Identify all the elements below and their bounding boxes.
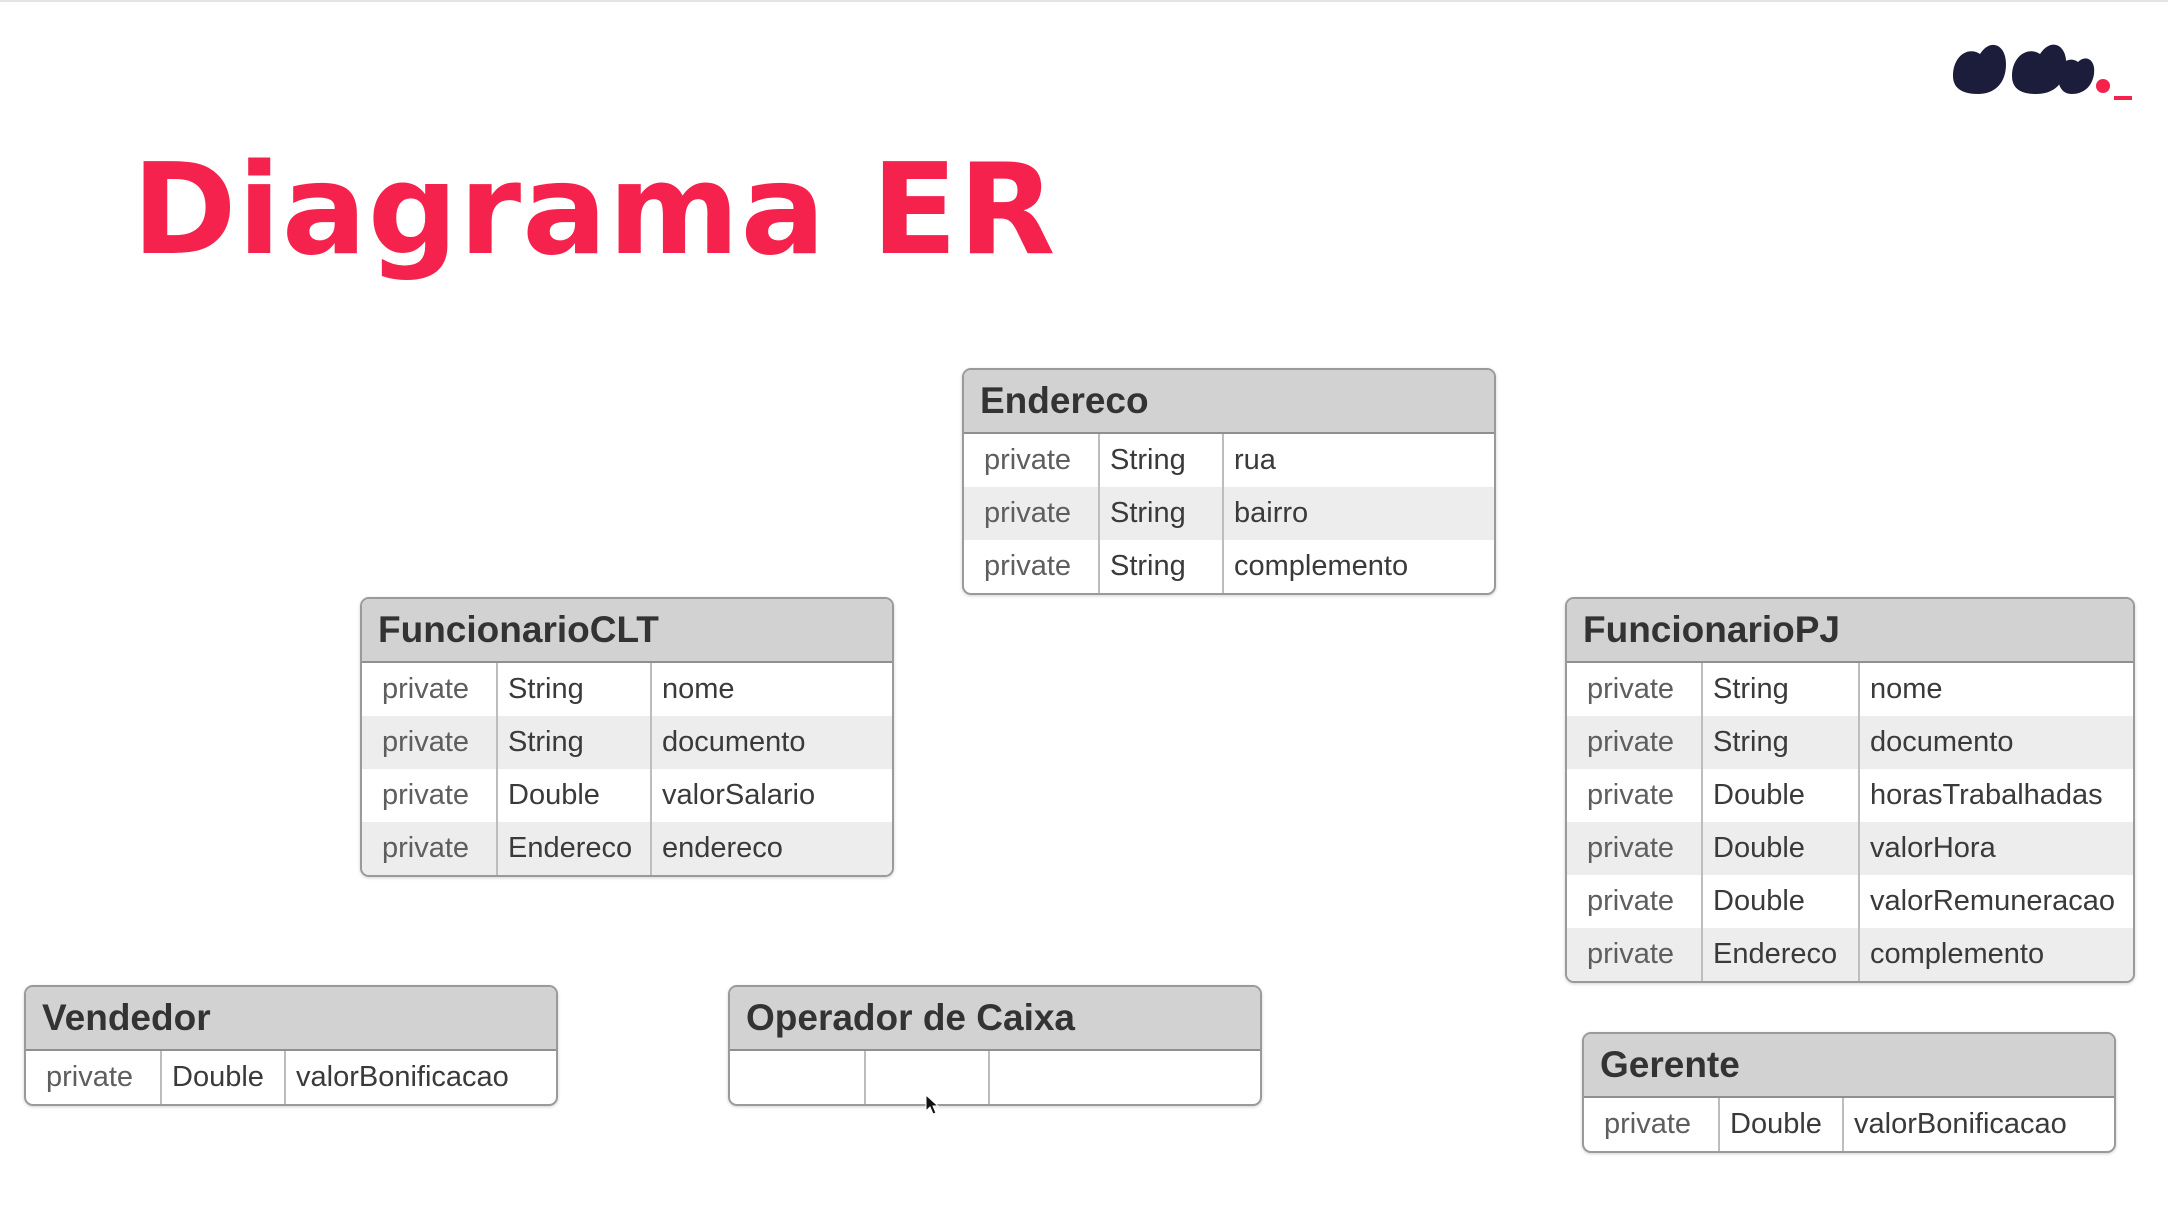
attribute-modifier: private bbox=[1567, 769, 1703, 822]
attribute-attribute: bairro bbox=[1223, 487, 1494, 540]
attribute-modifier: private bbox=[26, 1051, 162, 1104]
attribute-modifier: private bbox=[362, 822, 498, 875]
attribute-type: String bbox=[1702, 716, 1860, 769]
attribute-type: Endereco bbox=[1702, 928, 1860, 981]
attribute-attribute: documento bbox=[1859, 716, 2133, 769]
entity-operador-de-caixa[interactable]: Operador de Caixa bbox=[728, 985, 1262, 1106]
attribute-modifier: private bbox=[362, 716, 498, 769]
attribute-attribute: nome bbox=[1870, 673, 1943, 705]
attribute-modifier: private bbox=[1567, 822, 1703, 875]
entity-vendedor-title: Vendedor bbox=[26, 987, 556, 1051]
brand-logo-icon bbox=[1953, 44, 2132, 100]
attribute-attribute: valorRemuneracao bbox=[1870, 885, 2116, 917]
attribute-type: Double bbox=[1702, 875, 1860, 928]
attribute-attribute: valorBonificacao bbox=[1854, 1108, 2067, 1140]
attribute-modifier bbox=[730, 1051, 866, 1104]
attribute-type: String bbox=[1702, 663, 1860, 716]
attribute-attribute bbox=[989, 1051, 1260, 1104]
attribute-type: Double bbox=[1719, 1098, 1844, 1151]
attribute-modifier: private bbox=[362, 769, 498, 822]
top-divider-line bbox=[0, 0, 2168, 2]
attribute-type: Double bbox=[497, 769, 652, 822]
logo-shape-left bbox=[1953, 44, 2006, 94]
logo-underscore bbox=[2114, 96, 2132, 100]
entity-gerente-title: Gerente bbox=[1584, 1034, 2114, 1098]
attribute-attribute: complemento bbox=[1234, 550, 1409, 582]
entity-funcionario-clt-title: FuncionarioCLT bbox=[362, 599, 892, 663]
attribute-attribute: nome bbox=[662, 673, 735, 705]
entity-funcionario-pj-title: FuncionarioPJ bbox=[1567, 599, 2133, 663]
attribute-modifier: private bbox=[964, 434, 1100, 487]
attribute-attribute: valorSalario bbox=[662, 779, 816, 811]
attribute-type: String bbox=[497, 716, 652, 769]
attribute-attribute: documento bbox=[651, 716, 892, 769]
entity-endereco-title: Endereco bbox=[964, 370, 1494, 434]
attribute-attribute: horasTrabalhadas bbox=[1870, 779, 2103, 811]
attribute-type bbox=[865, 1051, 990, 1104]
attribute-modifier: private bbox=[964, 487, 1100, 540]
attribute-attribute: valorHora bbox=[1859, 822, 2133, 875]
logo-shape-small bbox=[2058, 58, 2095, 94]
attribute-modifier: private bbox=[1567, 716, 1703, 769]
attribute-attribute: valorBonificacao bbox=[296, 1061, 509, 1093]
attribute-attribute: complemento bbox=[1859, 928, 2133, 981]
entity-operador-de-caixa-title: Operador de Caixa bbox=[730, 987, 1260, 1051]
attribute-type: String bbox=[1099, 487, 1224, 540]
entity-operador-de-caixa-attributes bbox=[730, 1051, 1260, 1104]
attribute-attribute: endereco bbox=[651, 822, 892, 875]
attribute-type: String bbox=[1099, 434, 1224, 487]
attribute-attribute: rua bbox=[1234, 444, 1276, 476]
attribute-type: String bbox=[497, 663, 652, 716]
attribute-modifier: private bbox=[1567, 875, 1703, 928]
attribute-modifier: private bbox=[964, 540, 1100, 593]
attribute-type: Double bbox=[161, 1051, 286, 1104]
attribute-type: Double bbox=[1702, 769, 1860, 822]
attribute-type: Double bbox=[1702, 822, 1860, 875]
attribute-modifier: private bbox=[1567, 663, 1703, 716]
attribute-row bbox=[730, 1051, 1260, 1104]
attribute-type: String bbox=[1099, 540, 1224, 593]
attribute-modifier: private bbox=[1567, 928, 1703, 981]
mouse-pointer-icon bbox=[925, 1094, 939, 1115]
attribute-modifier: private bbox=[1584, 1098, 1720, 1151]
attribute-type: Endereco bbox=[497, 822, 652, 875]
logo-dot bbox=[2096, 79, 2110, 93]
attribute-modifier: private bbox=[362, 663, 498, 716]
page-title: Diagrama ER bbox=[132, 136, 1057, 283]
logo-shape-right bbox=[2012, 44, 2067, 94]
